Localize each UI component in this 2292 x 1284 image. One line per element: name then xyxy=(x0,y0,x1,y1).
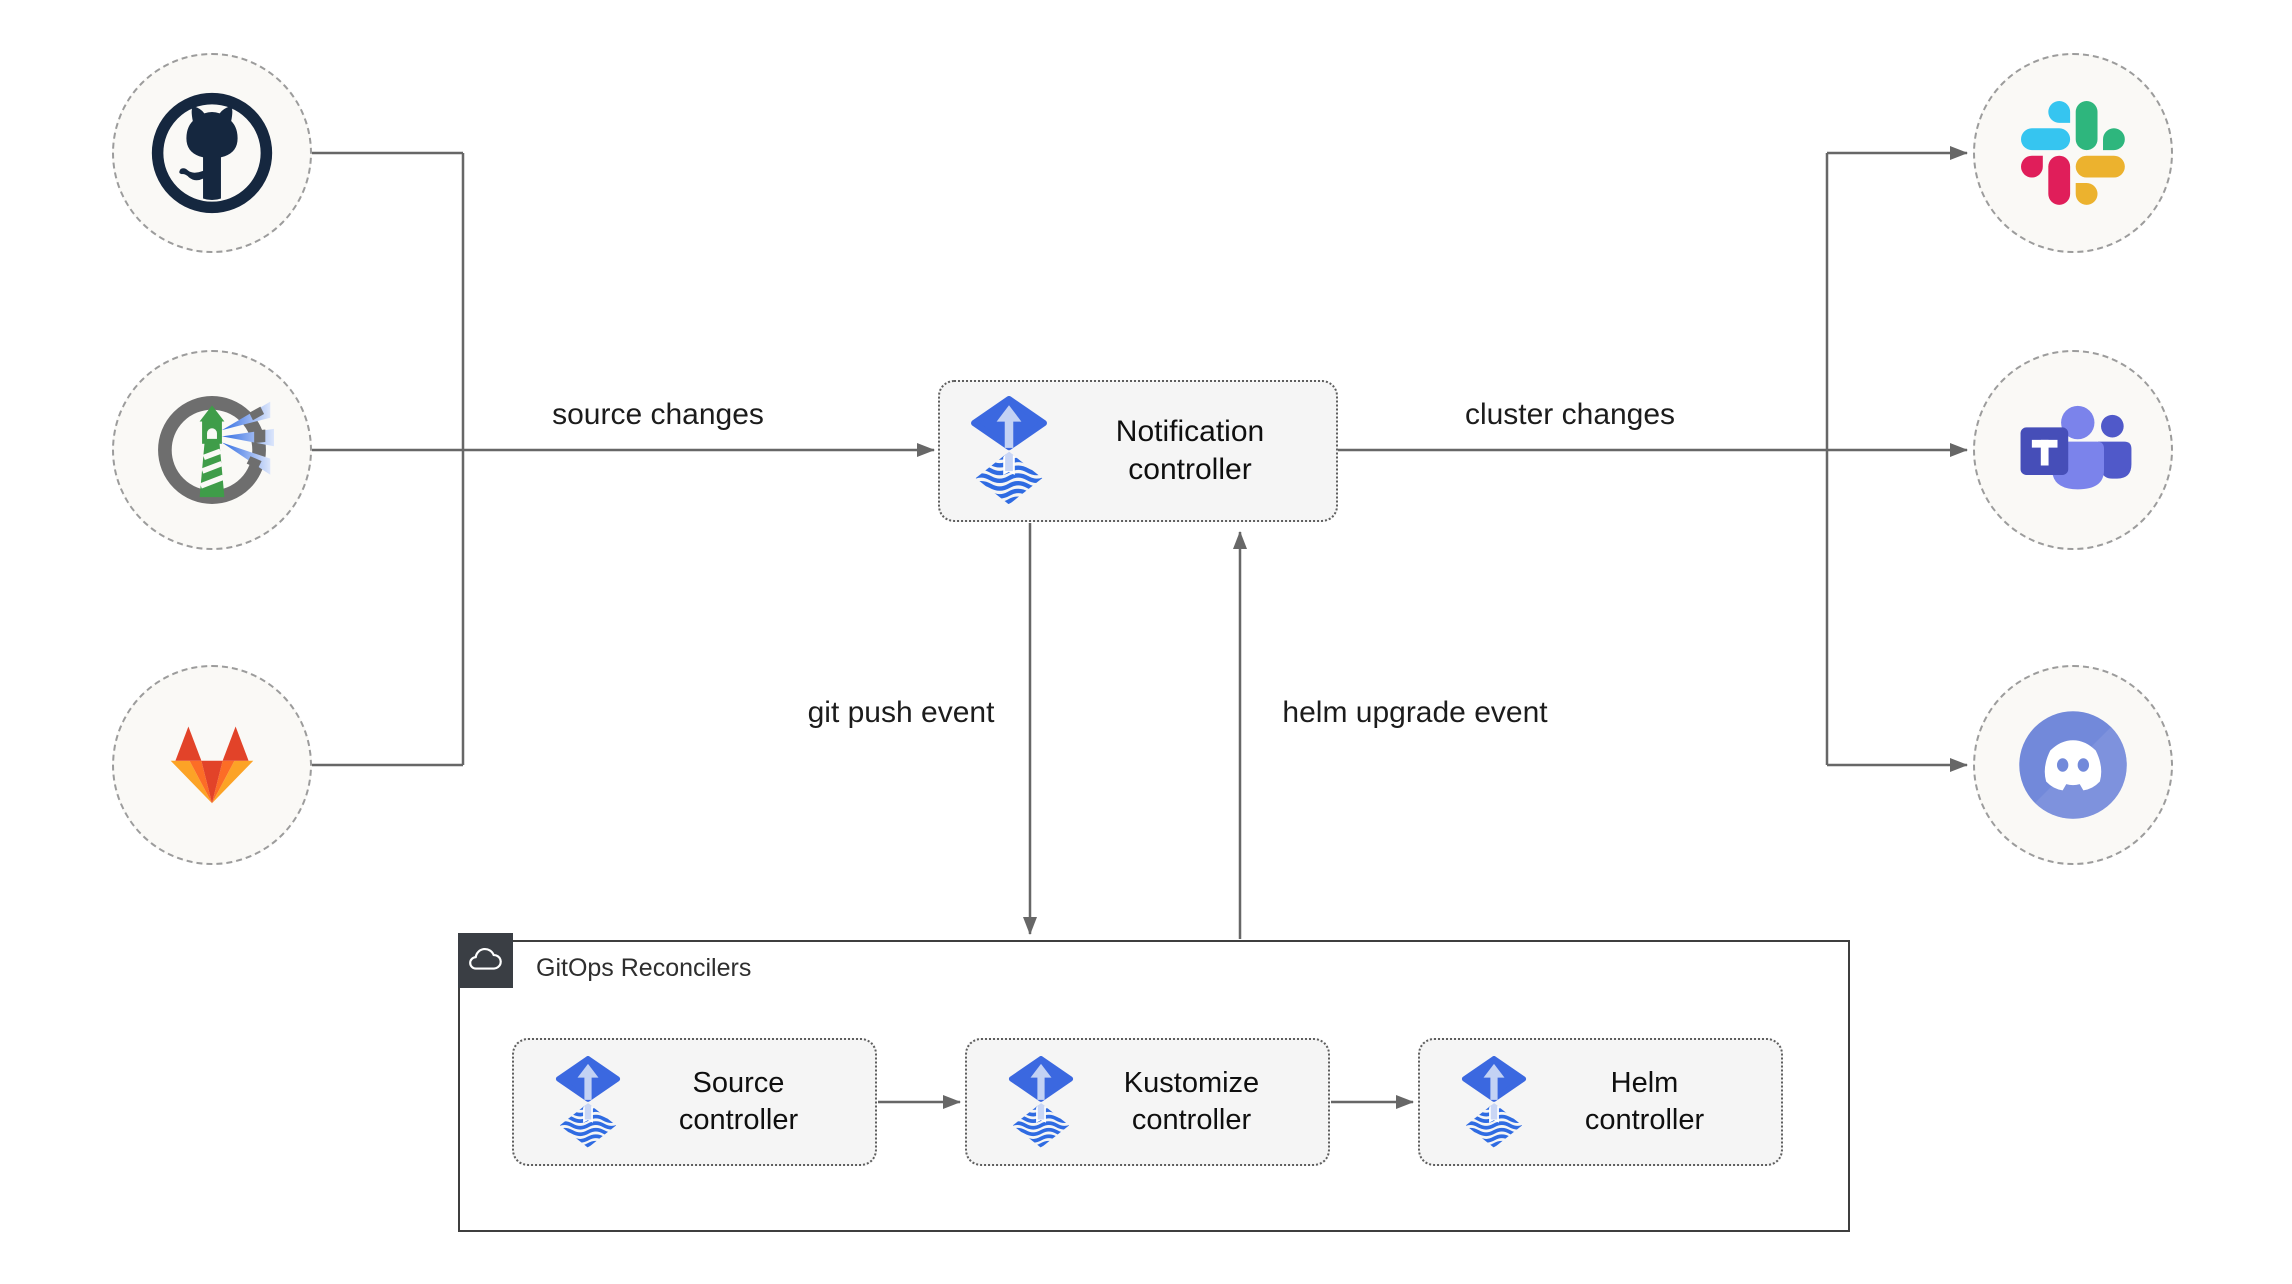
flux-icon xyxy=(1461,1056,1527,1149)
teams-icon xyxy=(2011,395,2135,505)
cloud-icon xyxy=(467,947,505,974)
edge-label-cluster-changes: cluster changes xyxy=(1459,398,1681,432)
group-badge xyxy=(458,933,513,988)
flux-icon xyxy=(1008,1056,1074,1149)
edge-label-helm-upgrade-event: helm upgrade event xyxy=(1277,696,1553,730)
group-title: GitOps Reconcilers xyxy=(536,954,752,982)
node-label: Kustomize controller xyxy=(1123,1067,1260,1136)
slack-icon xyxy=(2021,101,2125,205)
node-notification-controller: Notification controller xyxy=(938,380,1338,522)
edge-label-git-push-event: git push event xyxy=(802,696,1000,730)
gitlab-icon xyxy=(153,723,271,808)
node-harbor xyxy=(112,350,312,550)
node-discord xyxy=(1973,665,2173,865)
group-gitops-reconcilers: GitOps Reconcilers xyxy=(458,933,1850,1232)
node-source-controller: Source controller xyxy=(512,1038,877,1166)
node-label: Helm controller xyxy=(1584,1067,1705,1136)
node-slack xyxy=(1973,53,2173,253)
github-icon xyxy=(148,89,276,217)
node-label: Source controller xyxy=(678,1067,799,1136)
edge-label-source-changes: source changes xyxy=(547,398,769,432)
discord-icon xyxy=(2011,703,2135,827)
node-label: Notification controller xyxy=(1115,415,1265,486)
node-gitlab xyxy=(112,665,312,865)
node-kustomize-controller: Kustomize controller xyxy=(965,1038,1330,1166)
node-github xyxy=(112,53,312,253)
flux-icon xyxy=(970,396,1048,506)
harbor-icon xyxy=(150,388,274,512)
node-teams xyxy=(1973,350,2173,550)
node-helm-controller: Helm controller xyxy=(1418,1038,1783,1166)
flux-icon xyxy=(555,1056,621,1149)
